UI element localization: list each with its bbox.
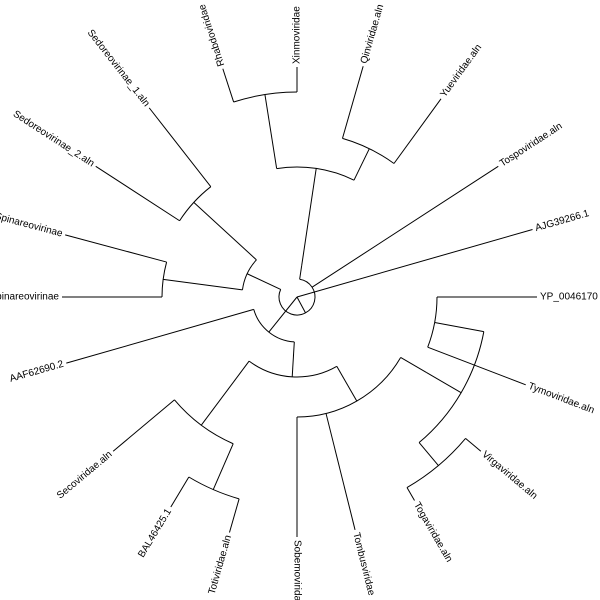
branch-tospo xyxy=(311,165,499,288)
branch-tombus xyxy=(325,413,356,530)
branch-toga xyxy=(406,487,415,501)
internal-arc xyxy=(233,91,298,103)
internal-arc xyxy=(276,166,355,181)
leaf-label-tymo: Tymoviridae.aln xyxy=(527,381,596,416)
leaf-label-seco: Secoviridae.aln xyxy=(55,449,114,501)
leaf-label-tospo: Tospoviridae.aln xyxy=(498,121,565,170)
leaf-label-sedo1: Sedoreovirinae_1.aln xyxy=(85,28,152,109)
internal-branch xyxy=(193,202,257,261)
branch-virga xyxy=(465,438,482,452)
leaf-label-aaf: AAF62690.2 xyxy=(8,359,65,385)
leaf-label-virga: Virgaviridae.aln xyxy=(480,449,540,502)
internal-branch xyxy=(353,148,370,181)
internal-branch xyxy=(426,372,462,394)
branch-spina1 xyxy=(65,234,167,263)
internal-arc xyxy=(427,296,438,348)
leaf-label-tombus: Tombusviridae xyxy=(350,531,376,597)
leaf-label-spina2: Spinareovirinae xyxy=(0,292,59,303)
branch-sedo1 xyxy=(148,107,212,187)
internal-branch xyxy=(336,366,358,402)
internal-branch xyxy=(301,168,317,266)
internal-branch xyxy=(291,341,295,377)
leaf-label-toga: Togaviridae.aln xyxy=(411,500,454,564)
internal-branch xyxy=(200,360,250,426)
branch-seco xyxy=(112,399,175,452)
leaf-label-qinvi: Qinviridae.aln xyxy=(359,3,386,65)
branch-ajg xyxy=(296,228,533,298)
leaf-label-bal: BAL46425.1 xyxy=(136,506,174,559)
internal-arc xyxy=(342,137,395,164)
leaf-label-rhabdo: Rhabdoviridae xyxy=(197,2,228,67)
leaf-label-spina1: Spinareovirinae xyxy=(0,211,64,240)
internal-branch xyxy=(296,296,306,314)
leaf-label-yp: YP_0046170 xyxy=(540,292,598,303)
internal-arc xyxy=(174,399,234,445)
leaf-label-yuevi: Yueviridae.aln xyxy=(438,42,484,99)
branch-aaf xyxy=(66,308,254,364)
internal-arc xyxy=(179,186,212,222)
leaf-label-totivi: Totiviridae.aln xyxy=(207,534,234,596)
leaf-label-xinmo: Xinmoviridae xyxy=(292,6,303,64)
branch-yuevi xyxy=(393,98,442,164)
internal-arc xyxy=(188,476,240,500)
branch-tymo xyxy=(427,346,526,386)
internal-arc xyxy=(278,278,316,316)
internal-branch xyxy=(400,357,427,373)
tree-branches xyxy=(62,66,537,537)
internal-arc xyxy=(248,360,338,378)
branch-qinvi xyxy=(341,66,364,139)
internal-branch xyxy=(163,278,243,291)
branch-bal xyxy=(170,476,190,508)
internal-branch xyxy=(434,322,484,333)
branch-rhabdo xyxy=(222,68,235,103)
internal-arc xyxy=(406,438,466,488)
branch-sedo2 xyxy=(95,165,180,222)
internal-arc xyxy=(418,331,485,443)
internal-branch xyxy=(264,94,278,169)
leaf-label-sobemo: Sobemoviridae xyxy=(291,540,302,600)
internal-branch xyxy=(299,265,303,280)
branch-totivi xyxy=(228,498,240,533)
internal-arc xyxy=(253,309,295,343)
internal-arc xyxy=(241,259,257,290)
leaf-label-ajg: AJG39266.1 xyxy=(534,208,591,234)
internal-branch xyxy=(418,442,439,466)
leaf-label-sedo2: Sedoreovirinae_2.aln xyxy=(11,109,96,170)
internal-arc xyxy=(296,357,402,418)
internal-branch xyxy=(212,443,234,490)
internal-branch xyxy=(246,273,281,290)
internal-branch xyxy=(268,296,298,333)
